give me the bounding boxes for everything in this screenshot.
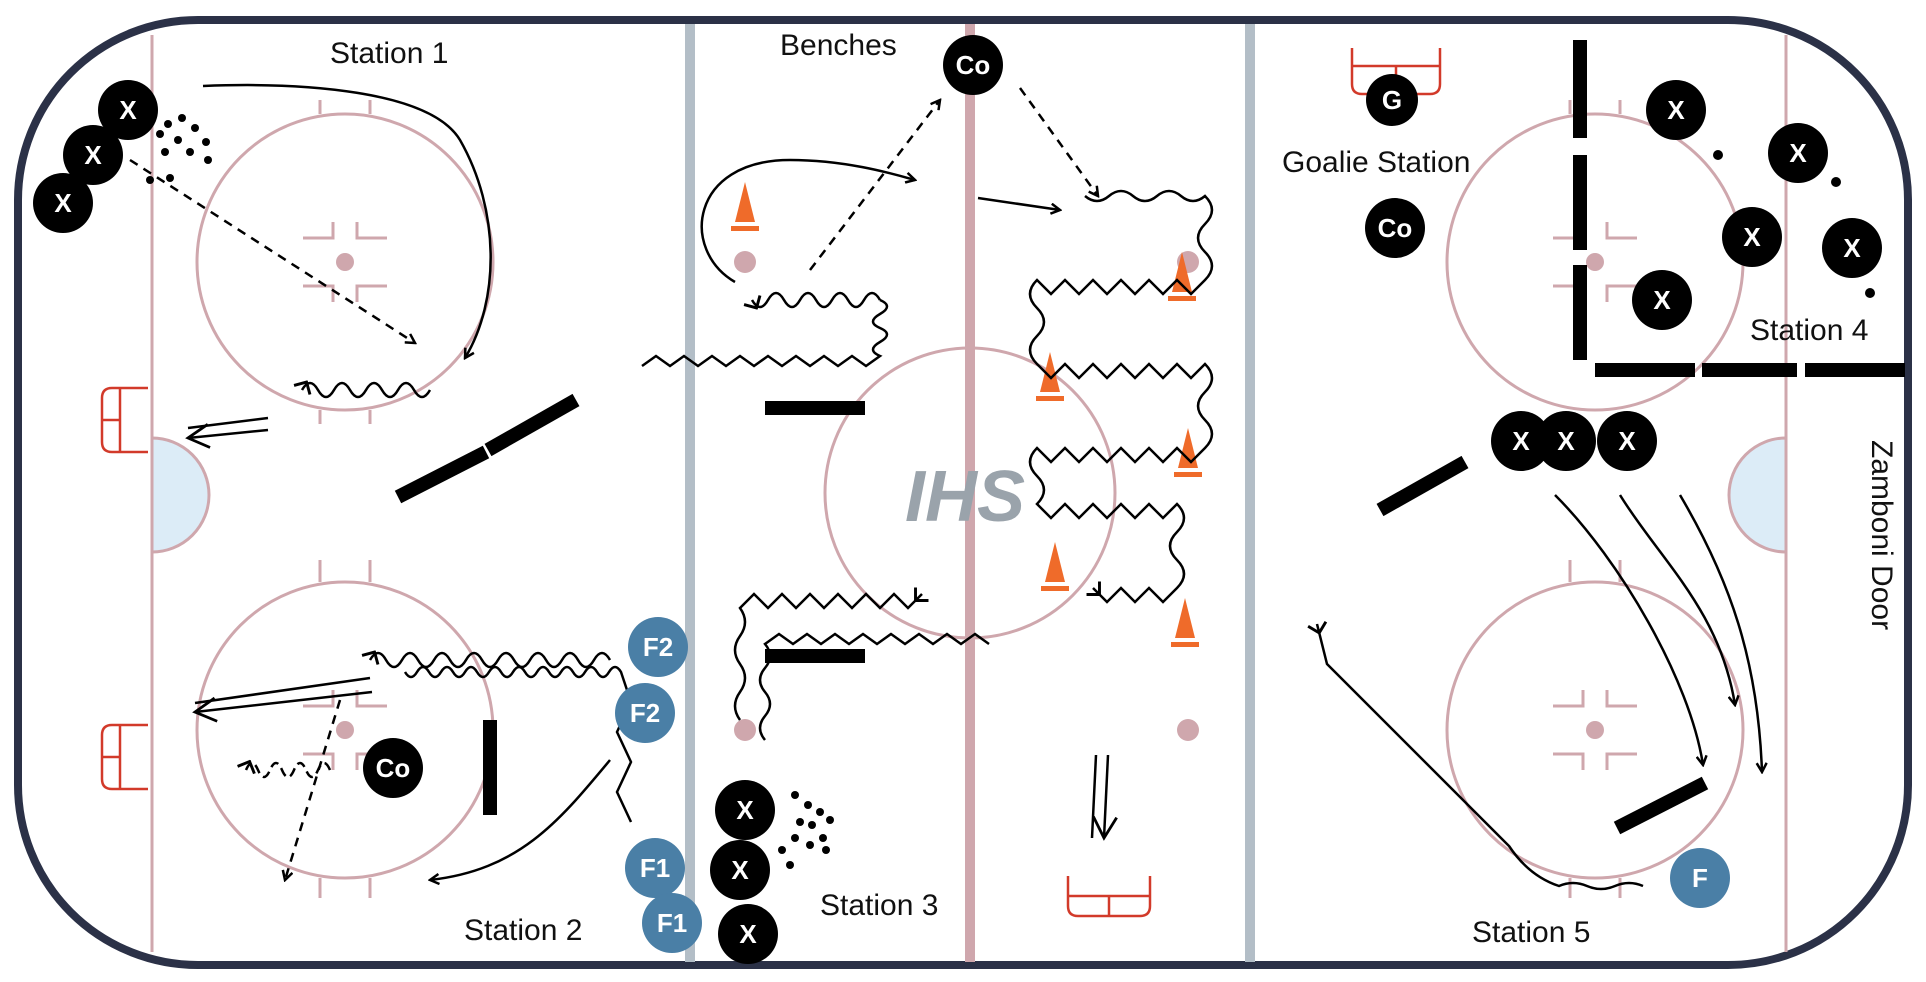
station-3-label: Station 3 xyxy=(820,889,938,922)
svg-text:X: X xyxy=(739,919,757,949)
skating-path xyxy=(1618,494,1735,705)
net-icon xyxy=(100,723,148,791)
barrier-bars xyxy=(394,40,1905,835)
svg-text:X: X xyxy=(1789,138,1807,168)
neutral-dot xyxy=(1177,719,1199,741)
pass-path xyxy=(809,100,940,271)
svg-text:X: X xyxy=(1512,426,1530,456)
skating-path xyxy=(977,196,1060,210)
skating-path xyxy=(700,158,915,284)
skating-path xyxy=(641,298,889,368)
svg-text:X: X xyxy=(736,795,754,825)
faceoff-circle-top-left xyxy=(195,100,495,424)
skating-path xyxy=(1317,624,1644,891)
skating-path xyxy=(246,763,332,779)
net-icon xyxy=(100,386,148,454)
svg-text:Co: Co xyxy=(376,753,411,783)
shot-path xyxy=(195,676,373,712)
net-icon xyxy=(1066,876,1152,918)
station-1-label: Station 1 xyxy=(330,37,448,70)
svg-text:G: G xyxy=(1382,85,1402,115)
puck-pile xyxy=(146,112,1875,869)
cone-icon xyxy=(1174,428,1202,477)
station-5-label: Station 5 xyxy=(1472,916,1590,949)
svg-text:F2: F2 xyxy=(643,632,673,662)
skating-path xyxy=(1678,494,1762,772)
svg-text:F1: F1 xyxy=(657,908,687,938)
forward-token: F1 xyxy=(642,893,702,953)
svg-text:F2: F2 xyxy=(630,698,660,728)
skating-path xyxy=(430,759,611,880)
coach-token: Co xyxy=(943,35,1003,95)
coach-token: Co xyxy=(1365,198,1425,258)
svg-text:X: X xyxy=(54,188,72,218)
forward-token: F2 xyxy=(615,683,675,743)
svg-text:F: F xyxy=(1692,863,1708,893)
svg-text:Co: Co xyxy=(1378,213,1413,243)
player-token: X xyxy=(1646,80,1706,140)
neutral-dot xyxy=(734,251,756,273)
goalie-station-label: Goalie Station xyxy=(1282,146,1470,179)
svg-text:X: X xyxy=(119,95,137,125)
shot-path xyxy=(1092,754,1108,838)
forward-token: F2 xyxy=(628,617,688,677)
faceoff-circle-bottom-right xyxy=(1445,560,1745,898)
player-token: X xyxy=(1822,218,1882,278)
forward-token: F xyxy=(1670,848,1730,908)
right-crease xyxy=(1727,436,1788,554)
player-token: X xyxy=(1491,411,1551,471)
shot-path xyxy=(188,418,269,438)
skating-path xyxy=(733,594,922,721)
player-token: X xyxy=(710,840,770,900)
center-ice-logo: IHS xyxy=(905,457,1025,537)
cone-icon xyxy=(1036,352,1064,401)
svg-text:X: X xyxy=(84,140,102,170)
svg-text:X: X xyxy=(1653,285,1671,315)
skating-path xyxy=(403,665,633,823)
skating-path xyxy=(1554,494,1703,765)
svg-text:X: X xyxy=(1667,95,1685,125)
svg-text:X: X xyxy=(731,855,749,885)
cone-icon xyxy=(1041,542,1069,591)
player-token: X xyxy=(1768,123,1828,183)
cone-icon xyxy=(1171,598,1199,647)
svg-text:X: X xyxy=(1743,222,1761,252)
svg-text:Co: Co xyxy=(956,50,991,80)
player-token: X xyxy=(1536,411,1596,471)
player-token: X xyxy=(63,125,123,185)
player-token: X xyxy=(718,904,778,964)
goalie-token: G xyxy=(1366,74,1418,126)
forward-token: F1 xyxy=(625,838,685,898)
station-2-label: Station 2 xyxy=(464,914,582,947)
player-token: X xyxy=(33,173,93,233)
coach-token: Co xyxy=(363,738,423,798)
zamboni-door-label: Zamboni Door xyxy=(1865,440,1898,630)
skating-path xyxy=(752,291,882,307)
svg-text:X: X xyxy=(1843,233,1861,263)
pass-path xyxy=(1018,87,1098,196)
neutral-dot xyxy=(734,719,756,741)
cone-icon xyxy=(731,182,759,231)
player-token: X xyxy=(98,80,158,140)
player-token: X xyxy=(1632,270,1692,330)
svg-text:X: X xyxy=(1618,426,1636,456)
svg-text:F1: F1 xyxy=(640,853,670,883)
skating-path xyxy=(302,383,432,399)
pass-path xyxy=(129,158,415,343)
skating-path xyxy=(202,83,492,358)
svg-text:X: X xyxy=(1557,426,1575,456)
skating-path xyxy=(370,653,612,669)
player-token: X xyxy=(1722,207,1782,267)
cone-icon xyxy=(1168,252,1196,301)
station-4-label: Station 4 xyxy=(1750,314,1868,347)
skating-path xyxy=(1028,189,1214,604)
benches-label: Benches xyxy=(780,29,897,62)
player-token: X xyxy=(715,780,775,840)
player-token: X xyxy=(1597,411,1657,471)
skating-path xyxy=(758,632,990,741)
